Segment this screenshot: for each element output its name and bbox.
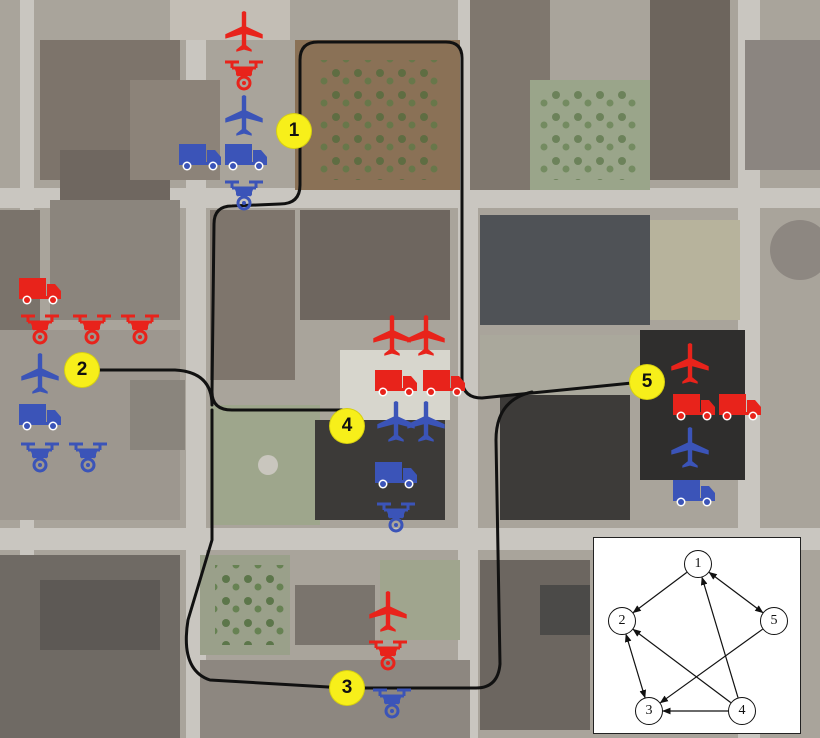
friendly-truck-icon (178, 134, 222, 178)
friendly-drone-icon (222, 172, 266, 216)
friendly-truck-icon (374, 452, 418, 496)
friendly-truck-icon (18, 394, 62, 438)
friendly-truck-icon (224, 134, 268, 178)
route-node-4: 4 (330, 409, 364, 443)
graph-edges (624, 571, 764, 715)
enemy-truck-icon (672, 384, 716, 428)
graph-node-3: 3 (635, 697, 663, 725)
enemy-drone-icon (222, 52, 266, 96)
enemy-plane-icon (222, 10, 266, 54)
graph-edge-4-2 (632, 628, 732, 704)
graph-node-5: 5 (760, 607, 788, 635)
friendly-truck-icon (672, 470, 716, 514)
friendly-plane-icon (374, 400, 418, 444)
friendly-drone-icon (66, 434, 110, 478)
route-node-5: 5 (630, 365, 664, 399)
graph-panel: 1 2 3 4 5 (593, 537, 801, 734)
graph-edge-1-5 (708, 571, 764, 614)
graph-edge-1-2 (632, 571, 688, 614)
route-node-1: 1 (277, 114, 311, 148)
enemy-drone-icon (70, 306, 114, 350)
route-path (80, 40, 642, 690)
friendly-drone-icon (370, 680, 414, 724)
friendly-plane-icon (222, 94, 266, 138)
enemy-plane-icon (366, 590, 410, 634)
friendly-plane-icon (404, 400, 448, 444)
friendly-plane-icon (18, 352, 62, 396)
graph-edge-5-3 (659, 628, 763, 704)
enemy-truck-icon (18, 268, 62, 312)
enemy-truck-icon (374, 360, 418, 404)
friendly-drone-icon (18, 434, 62, 478)
route-node-3: 3 (330, 671, 364, 705)
enemy-drone-icon (18, 306, 62, 350)
friendly-plane-icon (668, 426, 712, 470)
graph-edge-2-3 (624, 633, 647, 699)
enemy-plane-icon (370, 314, 414, 358)
graph-node-1: 1 (684, 550, 712, 578)
enemy-plane-icon (668, 342, 712, 386)
enemy-plane-icon (404, 314, 448, 358)
enemy-drone-icon (366, 632, 410, 676)
enemy-truck-icon (718, 384, 762, 428)
graph-node-4: 4 (728, 697, 756, 725)
enemy-drone-icon (118, 306, 162, 350)
friendly-drone-icon (374, 494, 418, 538)
graph-edge-4-1 (700, 576, 739, 698)
enemy-truck-icon (422, 360, 466, 404)
route-node-2: 2 (65, 353, 99, 387)
graph-node-2: 2 (608, 607, 636, 635)
